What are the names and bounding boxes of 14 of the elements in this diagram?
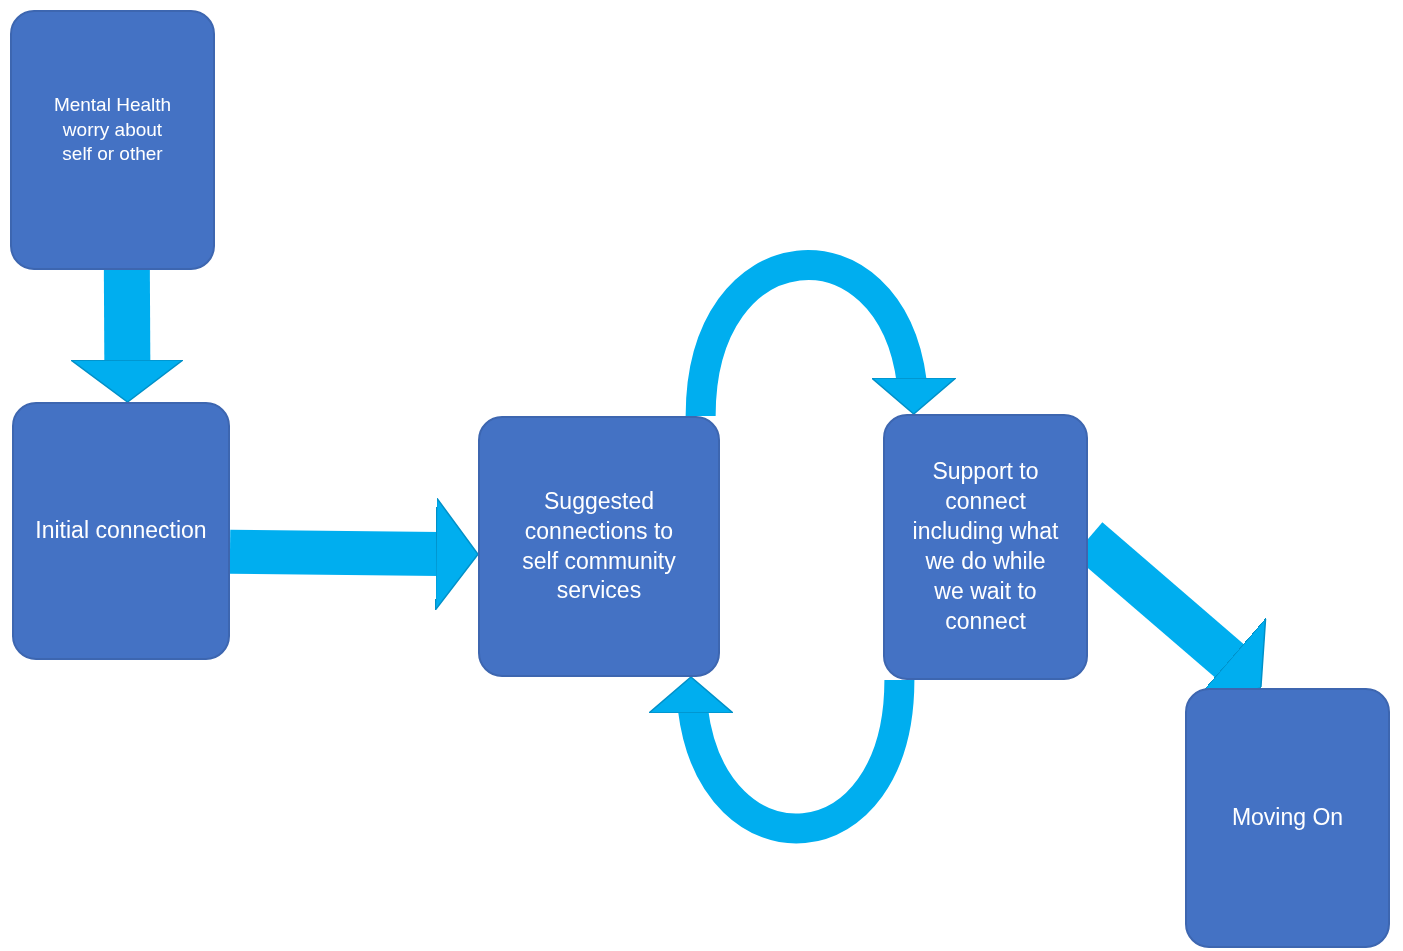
process-box (478, 416, 720, 677)
process-box (10, 10, 215, 270)
curved-arrow (685, 250, 954, 418)
box-label: Suggested connections to self community services (521, 486, 677, 606)
curved-arrow (651, 675, 915, 844)
block-arrow (70, 269, 185, 403)
process-box (883, 414, 1088, 680)
box-label: Mental Health worry about self or other (52, 92, 173, 167)
box-label: Initial connection (35, 516, 207, 546)
box-label: Moving On (1231, 803, 1344, 833)
process-box (12, 402, 230, 660)
block-arrow (229, 497, 479, 611)
box-label: Support to connect including what we do while we wait to connect (911, 457, 1060, 636)
process-box (1185, 688, 1390, 948)
